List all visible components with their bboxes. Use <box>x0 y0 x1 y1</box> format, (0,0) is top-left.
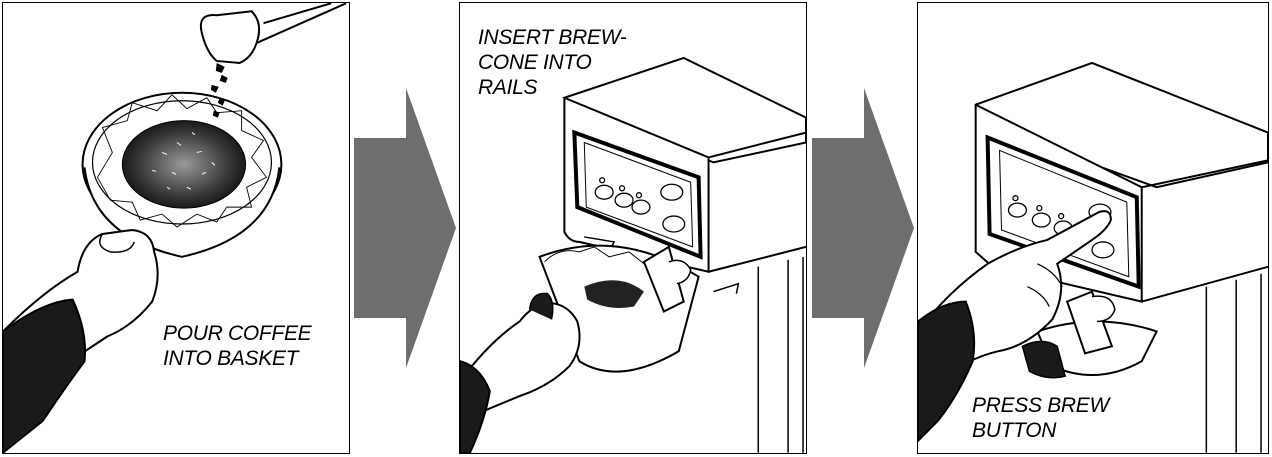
caption-line: BUTTON <box>972 418 1109 443</box>
step-3-caption: PRESS BREW BUTTON <box>972 393 1109 443</box>
caption-line: POUR COFFEE <box>163 321 311 346</box>
caption-line: PRESS BREW <box>972 393 1109 418</box>
step-arrow-icon <box>810 88 916 368</box>
step-2-panel: INSERT BREW- CONE INTO RAILS <box>459 2 807 454</box>
step-1-panel: POUR COFFEE INTO BASKET <box>2 2 350 454</box>
caption-line: INSERT BREW- <box>478 25 626 50</box>
step-2-caption: INSERT BREW- CONE INTO RAILS <box>478 25 626 100</box>
press-brew-button-illustration <box>918 3 1268 453</box>
caption-line: CONE INTO <box>478 50 626 75</box>
step-3-panel: PRESS BREW BUTTON <box>917 2 1269 454</box>
pour-coffee-illustration <box>3 3 349 453</box>
step-arrow-icon <box>352 88 458 368</box>
caption-line: INTO BASKET <box>163 346 311 371</box>
step-1-caption: POUR COFFEE INTO BASKET <box>163 321 311 371</box>
caption-line: RAILS <box>478 75 626 100</box>
